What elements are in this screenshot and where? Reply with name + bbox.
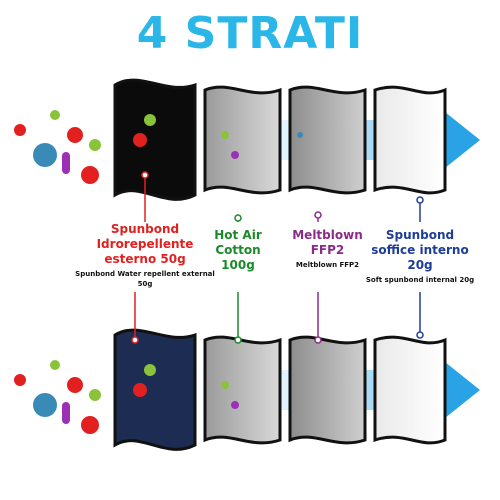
label-pointers-top — [141, 171, 424, 222]
layer-3-sub: Meltblown FFP2 — [295, 261, 360, 269]
layer-3-name: Meltblown FFP2 — [292, 228, 363, 257]
germ-icons — [14, 110, 303, 184]
layer-1-shape — [113, 328, 197, 451]
layer-2-shape — [203, 335, 282, 445]
layer-4-label: Spunbond soffice interno 20g Soft spunbo… — [365, 228, 475, 285]
layer-1-name: Spunbond Idrorepellente esterno 50g — [96, 222, 194, 266]
bottom-row — [14, 292, 480, 451]
layer-3-shape — [288, 85, 367, 195]
layers-diagram — [14, 78, 480, 451]
top-row — [14, 78, 480, 222]
germ-icons — [14, 360, 239, 434]
layer-2-shape — [203, 85, 282, 195]
layer-4-name: Spunbond soffice interno 20g — [371, 228, 469, 272]
layer-1-sub: Spunbond Water repellent external 50g — [75, 270, 215, 288]
layer-4-sub: Soft spunbond internal 20g — [365, 276, 475, 284]
layer-4-shape — [373, 335, 447, 445]
layer-1-label: Spunbond Idrorepellente esterno 50g Spun… — [70, 222, 220, 289]
layer-2-name: Hot Air Cotton 100g — [214, 228, 262, 272]
layer-3-shape — [288, 335, 367, 445]
page-title: 4 STRATI — [136, 8, 364, 59]
layer-4-shape — [373, 85, 447, 195]
layer-labels: Spunbond Idrorepellente esterno 50g Spun… — [0, 210, 500, 310]
label-pointers-bottom — [131, 292, 424, 344]
layer-3-label: Meltblown FFP2 Meltblown FFP2 — [280, 228, 375, 270]
layer-1-shape — [113, 78, 197, 201]
layer-2-label: Hot Air Cotton 100g — [198, 228, 278, 273]
